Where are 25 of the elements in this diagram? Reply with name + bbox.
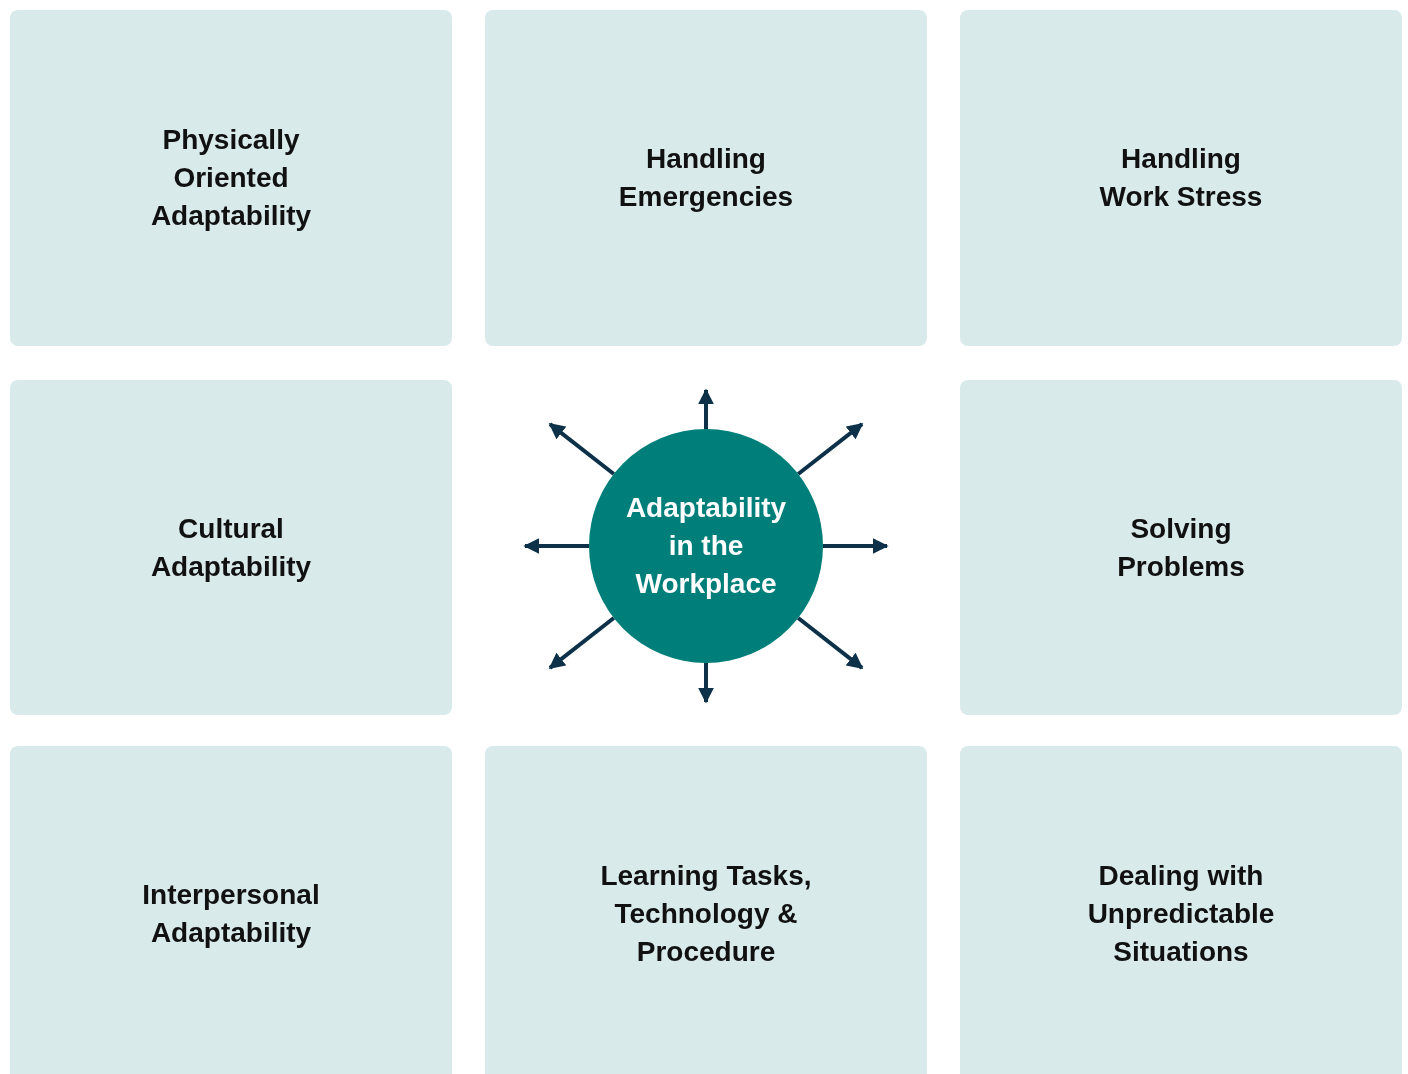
arrow — [698, 663, 714, 704]
topic-card — [960, 380, 1402, 715]
arrow — [548, 422, 616, 476]
center-label: Adaptability in the Workplace — [624, 491, 788, 601]
topic-card — [485, 10, 927, 346]
arrow — [796, 422, 864, 476]
topic-card — [10, 380, 452, 715]
topic-card — [10, 10, 452, 346]
card-label: Learning Tasks, Technology & Procedure — [599, 859, 813, 969]
arrow — [548, 616, 616, 670]
card-label: Dealing with Unpredictable Situations — [1086, 859, 1276, 969]
arrow — [823, 538, 889, 554]
topic-card — [10, 746, 452, 1074]
card-label: Physically Oriented Adaptability — [149, 123, 313, 233]
arrow — [698, 388, 714, 429]
arrow — [523, 538, 589, 554]
card-label: Handling Emergencies — [617, 142, 795, 214]
card-label: Interpersonal Adaptability — [141, 878, 321, 950]
card-label: Solving Problems — [1116, 511, 1246, 584]
topic-card — [960, 10, 1402, 346]
topic-card — [485, 746, 927, 1074]
card-label: Cultural Adaptability — [149, 511, 313, 584]
arrow — [796, 616, 864, 670]
topic-card — [960, 746, 1402, 1074]
card-label: Handling Work Stress — [1098, 142, 1264, 214]
